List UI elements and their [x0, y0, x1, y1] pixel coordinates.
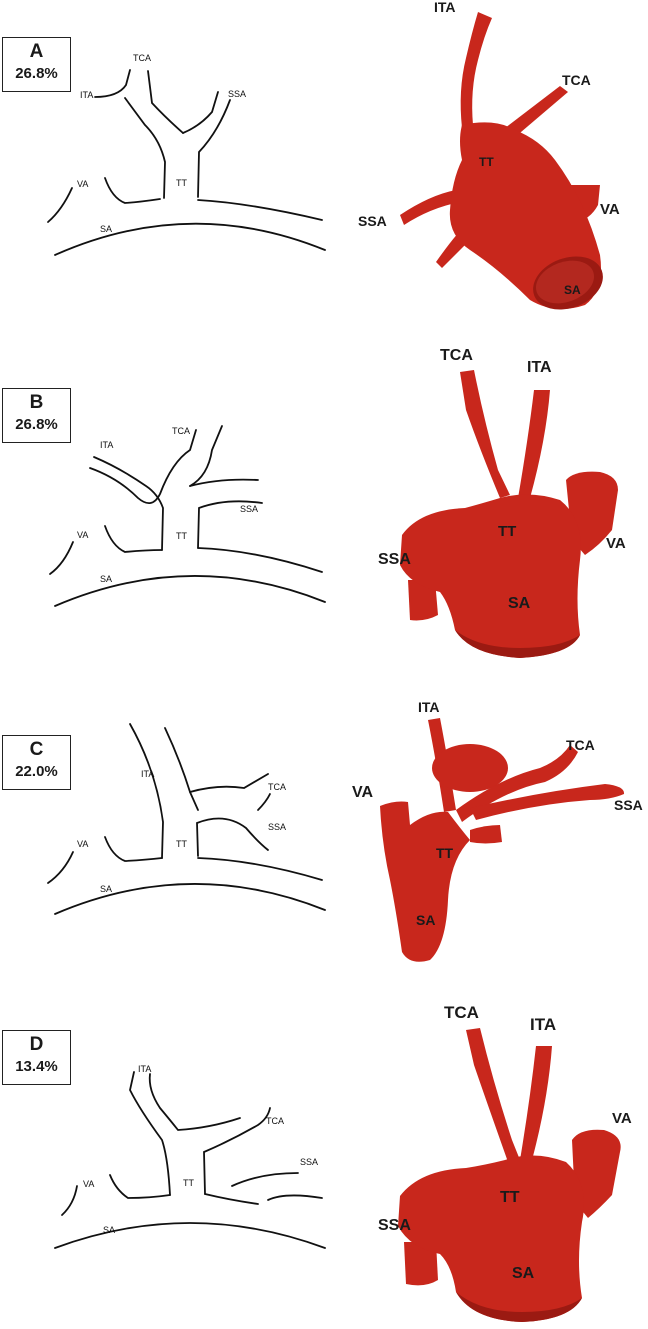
model-label-tca: TCA: [444, 1003, 479, 1022]
vessel-model-c: ITA TCA SSA VA TT SA: [352, 699, 643, 962]
sketch-label-ita: ITA: [100, 440, 113, 450]
model-label-tt: TT: [436, 845, 454, 861]
sketch-label-ita: ITA: [141, 769, 154, 779]
sketch-label-tt: TT: [183, 1178, 194, 1188]
variant-percent-b: 26.8%: [15, 416, 58, 433]
panel-a: A 26.8% TCA ITA SSA TT VA SA: [0, 0, 648, 330]
sketch-label-ssa: SSA: [240, 504, 258, 514]
model-label-va: VA: [612, 1110, 632, 1127]
variant-badge-c: C 22.0%: [2, 735, 71, 790]
sketch-label-ssa: SSA: [228, 89, 246, 99]
sketch-label-sa: SA: [103, 1225, 115, 1235]
panel-b: B 26.8% TCA ITA SSA TT VA SA: [0, 330, 648, 660]
vessel-model-b: TCA ITA TT SSA VA SA: [378, 347, 626, 658]
sketch-label-tt: TT: [176, 178, 187, 188]
variant-badge-d: D 13.4%: [2, 1030, 71, 1085]
model-label-ita: ITA: [527, 359, 552, 376]
variant-percent-a: 26.8%: [15, 65, 58, 82]
sketch-label-tca: TCA: [266, 1116, 284, 1126]
sketch-label-va: VA: [77, 839, 88, 849]
panel-b-drawing: TCA ITA SSA TT VA SA TCA ITA TT SSA VA S…: [49, 347, 626, 658]
model-label-ssa: SSA: [378, 1217, 411, 1234]
sketch-label-tca: TCA: [133, 53, 151, 63]
variant-letter-d: D: [29, 1034, 44, 1055]
sketch-label-ita: ITA: [80, 90, 93, 100]
schematic-sketch-b: TCA ITA SSA TT VA SA: [49, 425, 326, 607]
variant-percent-c: 22.0%: [15, 763, 58, 780]
model-label-va: VA: [600, 201, 620, 218]
sketch-label-va: VA: [77, 179, 88, 189]
variant-letter-a: A: [29, 41, 44, 62]
model-label-va: VA: [352, 784, 373, 801]
model-label-sa: SA: [416, 912, 435, 928]
model-label-sa: SA: [564, 283, 581, 297]
vessel-model-a: ITA TCA TT SSA VA SA: [358, 0, 620, 310]
model-label-tt: TT: [498, 523, 516, 540]
panel-d: D 13.4% ITA TCA SSA TT VA SA: [0, 990, 648, 1322]
sketch-label-ssa: SSA: [268, 822, 286, 832]
panel-c-drawing: ITA TCA SSA TT VA SA ITA TCA SSA VA TT S…: [47, 699, 643, 962]
model-label-tt: TT: [479, 155, 494, 169]
sketch-label-va: VA: [83, 1179, 94, 1189]
model-label-ita: ITA: [530, 1015, 556, 1034]
vessel-model-d: TCA ITA VA TT SSA SA: [378, 1003, 632, 1322]
model-label-tca: TCA: [566, 737, 595, 753]
sketch-label-tca: TCA: [172, 426, 190, 436]
model-label-sa: SA: [512, 1265, 535, 1282]
sketch-label-sa: SA: [100, 884, 112, 894]
sketch-label-sa: SA: [100, 224, 112, 234]
model-label-ita: ITA: [418, 699, 440, 715]
panel-a-drawing: TCA ITA SSA TT VA SA ITA TCA TT SSA VA S…: [47, 0, 620, 310]
sketch-label-va: VA: [77, 530, 88, 540]
sketch-label-tt: TT: [176, 531, 187, 541]
variant-badge-a: A 26.8%: [2, 37, 71, 92]
model-label-ssa: SSA: [358, 213, 387, 229]
sketch-label-ssa: SSA: [300, 1157, 318, 1167]
schematic-sketch-d: ITA TCA SSA TT VA SA: [54, 1064, 326, 1249]
model-label-ssa: SSA: [614, 797, 643, 813]
sketch-label-ita: ITA: [138, 1064, 151, 1074]
schematic-sketch-a: TCA ITA SSA TT VA SA: [47, 53, 326, 256]
variant-letter-b: B: [29, 392, 44, 413]
variant-badge-b: B 26.8%: [2, 388, 71, 443]
model-label-sa: SA: [508, 595, 531, 612]
panel-d-drawing: ITA TCA SSA TT VA SA TCA ITA VA TT SSA S…: [54, 1003, 632, 1322]
sketch-label-tt: TT: [176, 839, 187, 849]
sketch-label-tca: TCA: [268, 782, 286, 792]
model-label-tca: TCA: [562, 72, 591, 88]
model-label-ssa: SSA: [378, 551, 411, 568]
model-label-tca: TCA: [440, 347, 473, 364]
schematic-sketch-c: ITA TCA SSA TT VA SA: [47, 723, 326, 915]
panel-c: C 22.0% ITA TCA SSA TT VA SA: [0, 660, 648, 990]
model-label-ita: ITA: [434, 0, 456, 15]
model-label-tt: TT: [500, 1189, 520, 1206]
variant-percent-d: 13.4%: [15, 1058, 58, 1075]
sketch-label-sa: SA: [100, 574, 112, 584]
variant-letter-c: C: [29, 739, 44, 760]
model-label-va: VA: [606, 535, 626, 552]
